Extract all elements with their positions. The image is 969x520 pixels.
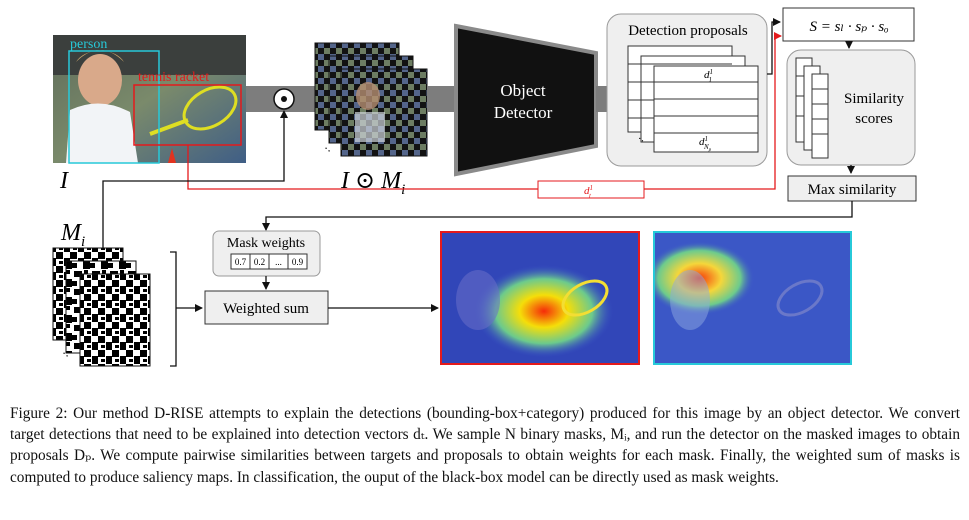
target-vector-path: [187, 32, 782, 190]
similarity-formula: S = sₗ · sₚ · sₒ: [809, 19, 888, 35]
image-symbol: I: [59, 168, 69, 194]
weight-value: 0.2: [254, 257, 265, 267]
mask-weights-title: Mask weights: [227, 236, 305, 251]
max-similarity-label: Max similarity: [808, 182, 897, 198]
binary-masks-stack: [52, 247, 151, 367]
weight-cell: [287, 253, 308, 270]
saliency-map-person: [653, 231, 852, 365]
similarity-scores-label-line2: scores: [855, 111, 893, 127]
object-detector: Object Detector: [454, 23, 598, 177]
similarity-formula-box: S = sₗ · sₚ · sₒ: [782, 7, 915, 42]
similarity-scores-panel: Similarity scores: [786, 49, 916, 166]
input-image: [53, 35, 246, 163]
weight-value: ...: [275, 257, 282, 267]
mask-weights-box: Mask weights 0.7 0.2 ... 0.9: [212, 230, 321, 277]
person-label: person: [70, 37, 107, 52]
weighted-sum-label: Weighted sum: [223, 301, 309, 317]
object-detector-label-line2: Detector: [494, 103, 553, 122]
masked-image-symbol: I ⊙ Mi: [340, 168, 405, 198]
masked-images-ellipsis: ··: [320, 142, 335, 158]
d-rise-pipeline-diagram: person tennis racket I ·· I ⊙ Mi Object …: [52, 7, 917, 367]
max-similarity-box: Max similarity: [787, 175, 917, 202]
target-vector-box: [537, 180, 645, 199]
masks-bracket: [170, 251, 177, 367]
weight-value: 0.9: [292, 257, 304, 267]
similarity-scores-label-line1: Similarity: [844, 91, 905, 107]
saliency-map-tennis-racket: [440, 231, 640, 365]
detection-proposals-title: Detection proposals: [628, 23, 748, 39]
tennis-racket-label: tennis racket: [138, 70, 209, 85]
weight-value: 0.7: [235, 257, 247, 267]
object-detector-label-line1: Object: [500, 81, 546, 100]
mask-symbol: Mi: [60, 220, 85, 250]
masked-images-stack: [314, 42, 428, 157]
person-bounding-box: [68, 50, 160, 164]
masks-ellipsis: ··: [58, 347, 73, 363]
weighted-sum-box: Weighted sum: [204, 290, 329, 325]
figure-caption: Figure 2: Our method D-RISE attempts to …: [10, 405, 960, 486]
